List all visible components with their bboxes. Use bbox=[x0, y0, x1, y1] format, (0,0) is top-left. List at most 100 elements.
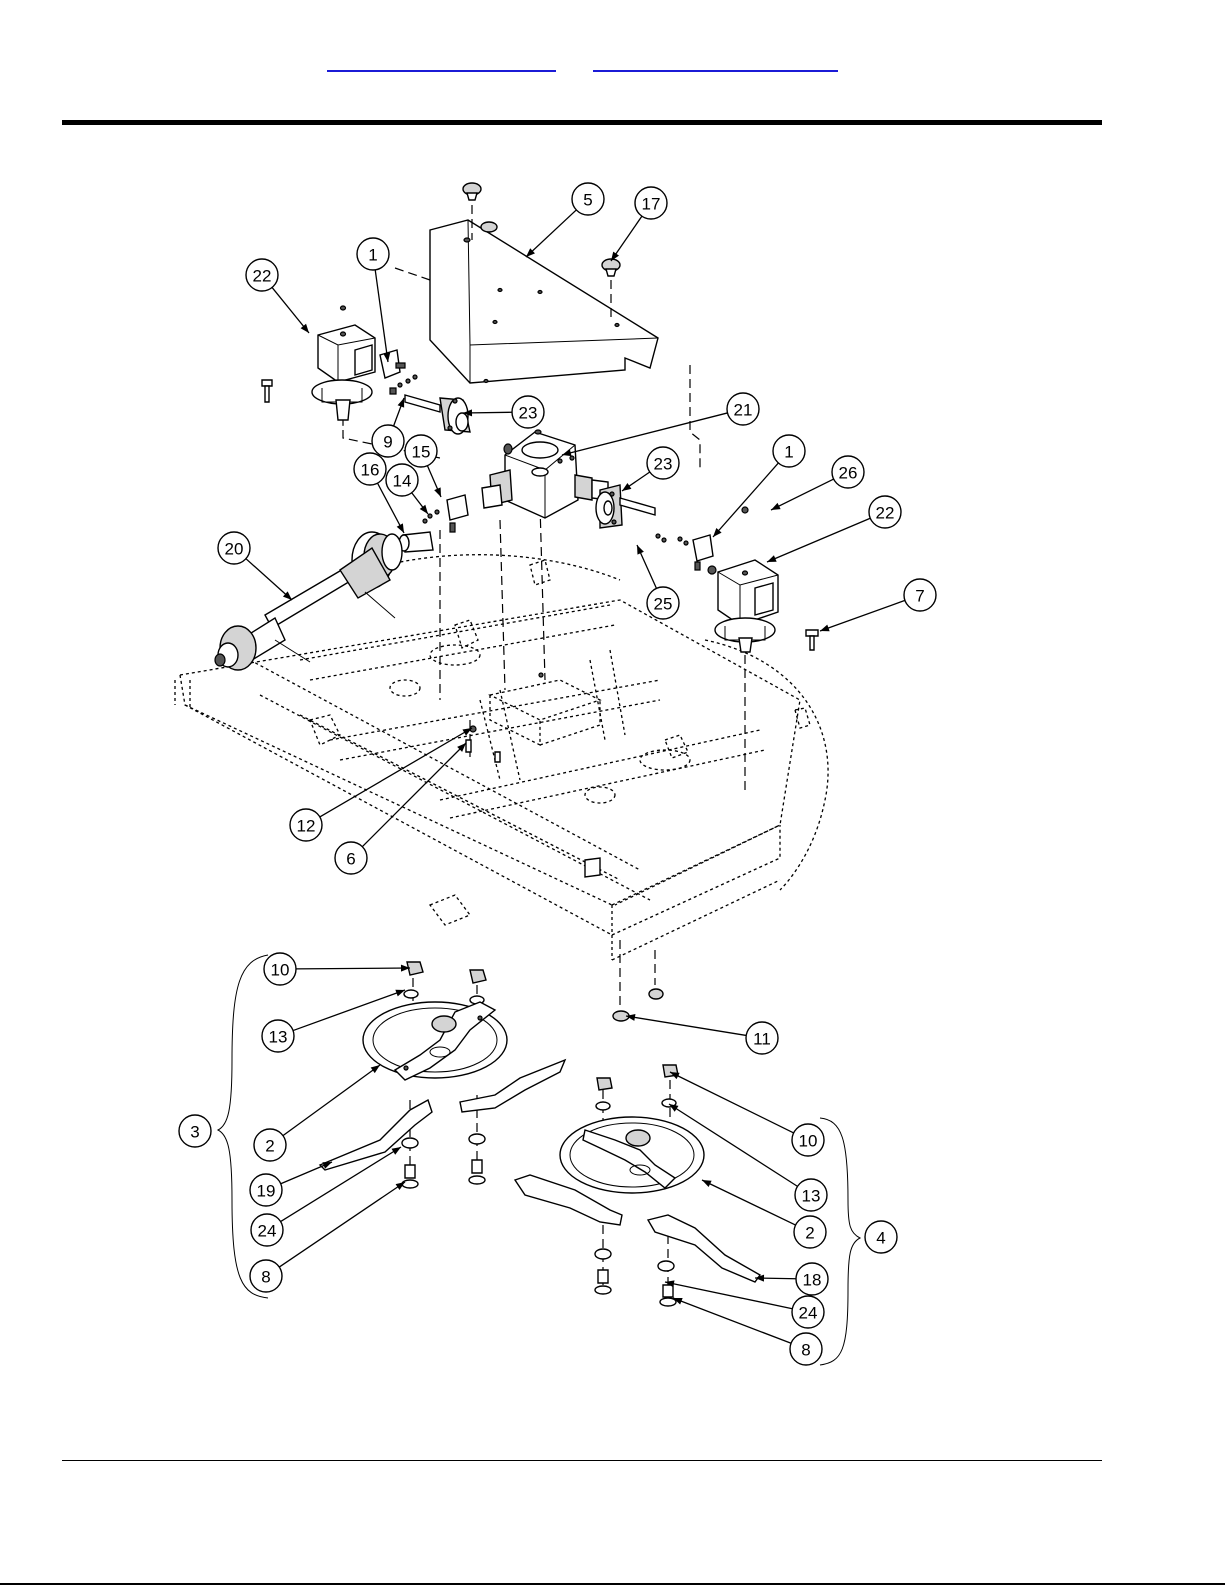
callout: 24 bbox=[792, 1296, 824, 1328]
leader-arrowhead bbox=[767, 555, 777, 562]
callout-number: 22 bbox=[876, 504, 895, 523]
callout: 25 bbox=[647, 587, 679, 619]
leader-arrowhead bbox=[398, 398, 405, 408]
callout: 11 bbox=[746, 1022, 778, 1054]
leader-line bbox=[626, 1016, 746, 1035]
callout: 9 bbox=[372, 425, 404, 457]
leader-line bbox=[820, 600, 905, 631]
callout-number: 25 bbox=[654, 595, 673, 614]
callout: 6 bbox=[335, 842, 367, 874]
callout-number: 23 bbox=[519, 404, 538, 423]
callout-number: 9 bbox=[383, 433, 392, 452]
callout-number: 4 bbox=[876, 1229, 885, 1248]
callout-number: 2 bbox=[265, 1137, 274, 1156]
callout: 13 bbox=[262, 1020, 294, 1052]
leader-line bbox=[713, 463, 778, 537]
leader-line bbox=[767, 518, 870, 562]
central-gearbox bbox=[482, 430, 608, 518]
callout-number: 22 bbox=[253, 267, 272, 286]
leader-arrowhead bbox=[702, 1180, 712, 1187]
callout-number: 8 bbox=[261, 1268, 270, 1287]
callout-number: 24 bbox=[799, 1304, 818, 1323]
callout: 23 bbox=[647, 447, 679, 479]
callout-number: 5 bbox=[583, 191, 592, 210]
right-spindle-gearbox bbox=[708, 560, 818, 652]
callout-number: 20 bbox=[225, 540, 244, 559]
callout-number: 10 bbox=[271, 961, 290, 980]
center-bracket bbox=[399, 495, 468, 552]
leader-arrowhead bbox=[820, 625, 830, 632]
callout-number: 10 bbox=[799, 1132, 818, 1151]
callout: 20 bbox=[218, 532, 250, 564]
right-coupler bbox=[596, 485, 666, 542]
callout-number: 12 bbox=[297, 817, 316, 836]
gearbox-shield bbox=[430, 220, 658, 383]
callout: 12 bbox=[290, 809, 322, 841]
callout: 13 bbox=[795, 1179, 827, 1211]
callout: 3 bbox=[179, 1115, 211, 1147]
callout-number: 1 bbox=[784, 443, 793, 462]
callout-number: 2 bbox=[805, 1224, 814, 1243]
leader-line bbox=[665, 1282, 792, 1309]
callout-number: 1 bbox=[368, 246, 377, 265]
callout: 8 bbox=[790, 1333, 822, 1365]
callout-number: 7 bbox=[915, 587, 924, 606]
callout-number: 13 bbox=[802, 1187, 821, 1206]
callout: 23 bbox=[512, 396, 544, 428]
leader-arrowhead bbox=[392, 1147, 401, 1155]
footer-rule bbox=[62, 1460, 1102, 1461]
callout-number: 3 bbox=[190, 1123, 199, 1142]
callout-number: 23 bbox=[654, 455, 673, 474]
callout-number: 11 bbox=[753, 1030, 771, 1049]
leader-arrowhead bbox=[637, 545, 644, 555]
callout-number: 18 bbox=[803, 1271, 822, 1290]
leader-arrowhead bbox=[771, 503, 781, 510]
callout: 22 bbox=[869, 496, 901, 528]
left-blade-carrier-assembly bbox=[218, 955, 565, 1298]
callout: 10 bbox=[792, 1124, 824, 1156]
callout: 1 bbox=[773, 435, 805, 467]
callout: 24 bbox=[251, 1214, 283, 1246]
callout-number: 8 bbox=[801, 1341, 810, 1360]
callout-number: 16 bbox=[361, 461, 380, 480]
callout: 2 bbox=[254, 1129, 286, 1161]
callout-number: 15 bbox=[412, 443, 431, 462]
callout: 1 bbox=[357, 238, 389, 270]
callout-number: 13 bbox=[269, 1028, 288, 1047]
callout-number: 14 bbox=[393, 472, 412, 491]
leader-arrowhead bbox=[371, 1065, 380, 1073]
leader-line bbox=[283, 1065, 380, 1136]
callout: 21 bbox=[727, 393, 759, 425]
right-mount-bracket bbox=[678, 507, 748, 570]
leader-line bbox=[562, 413, 727, 455]
leader-line bbox=[279, 1182, 405, 1267]
leader-line bbox=[670, 1072, 794, 1133]
callout: 16 bbox=[354, 453, 386, 485]
callout: 26 bbox=[832, 456, 864, 488]
leader-arrowhead bbox=[420, 505, 428, 514]
callout: 18 bbox=[796, 1263, 828, 1295]
leader-arrowhead bbox=[397, 523, 404, 533]
callout: 14 bbox=[386, 464, 418, 496]
callout: 17 bbox=[635, 187, 667, 219]
callout: 15 bbox=[405, 435, 437, 467]
callout-number: 17 bbox=[642, 195, 661, 214]
callout: 2 bbox=[794, 1216, 826, 1248]
callout-number: 21 bbox=[734, 401, 753, 420]
callout: 22 bbox=[246, 259, 278, 291]
leader-line bbox=[320, 728, 472, 817]
leader-arrowhead bbox=[434, 487, 441, 497]
callout: 4 bbox=[865, 1221, 897, 1253]
left-coupler bbox=[405, 395, 470, 434]
callout-number: 26 bbox=[839, 464, 858, 483]
callout: 7 bbox=[904, 579, 936, 611]
leader-line bbox=[375, 270, 388, 362]
leader-line bbox=[702, 1180, 796, 1225]
leader-arrowhead bbox=[622, 483, 631, 491]
leader-line bbox=[771, 479, 834, 510]
callout: 8 bbox=[250, 1260, 282, 1292]
callout: 10 bbox=[264, 953, 296, 985]
leader-line bbox=[246, 559, 292, 600]
leader-line bbox=[296, 968, 410, 969]
